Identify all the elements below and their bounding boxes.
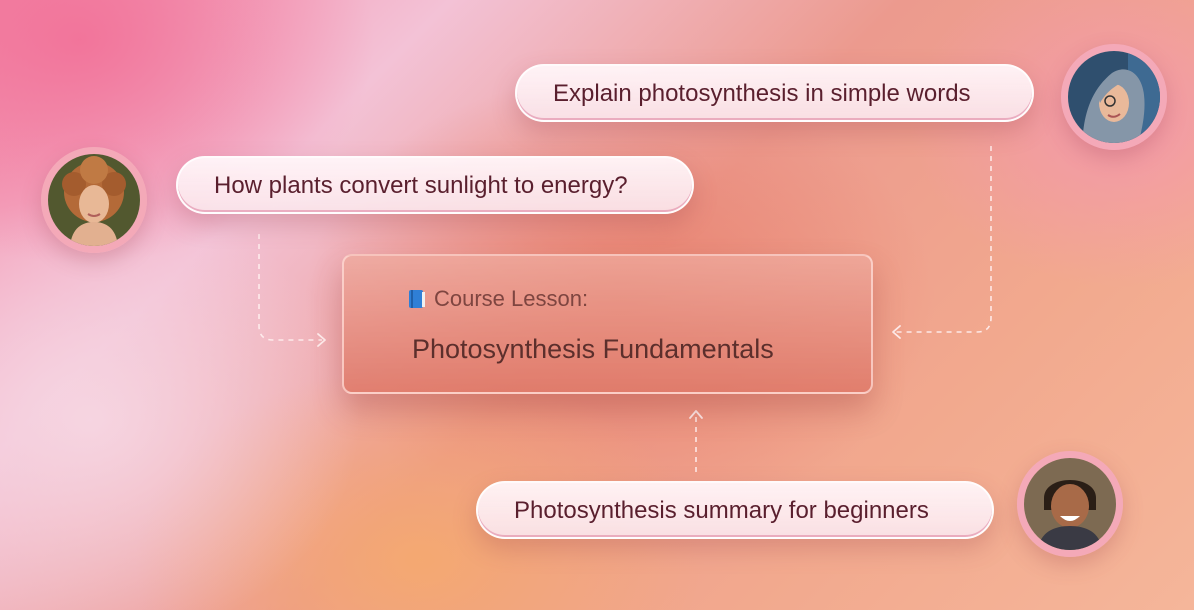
arrow-up-icon (689, 410, 703, 419)
book-icon (408, 289, 426, 309)
avatar-curly-hair-person (41, 147, 147, 253)
lesson-title: Photosynthesis Fundamentals (412, 334, 774, 364)
arrow-left-icon (892, 325, 901, 339)
query-bubble-explain: Explain photosynthesis in simple words (515, 64, 1034, 122)
lesson-label: Course Lesson: (434, 286, 589, 311)
query-text: Explain photosynthesis in simple words (553, 80, 971, 107)
lesson-label-row: Course Lesson: (408, 286, 588, 312)
avatar-smiling-person (1017, 451, 1123, 557)
lesson-card: Course Lesson: Photosynthesis Fundamenta… (342, 254, 873, 394)
query-text: Photosynthesis summary for beginners (514, 497, 929, 524)
query-bubble-how-plants: How plants convert sunlight to energy? (176, 156, 694, 214)
query-bubble-summary: Photosynthesis summary for beginners (476, 481, 994, 539)
avatar-hooded-person (1061, 44, 1167, 150)
arrow-right-icon (317, 333, 326, 347)
query-text: How plants convert sunlight to energy? (214, 172, 628, 199)
